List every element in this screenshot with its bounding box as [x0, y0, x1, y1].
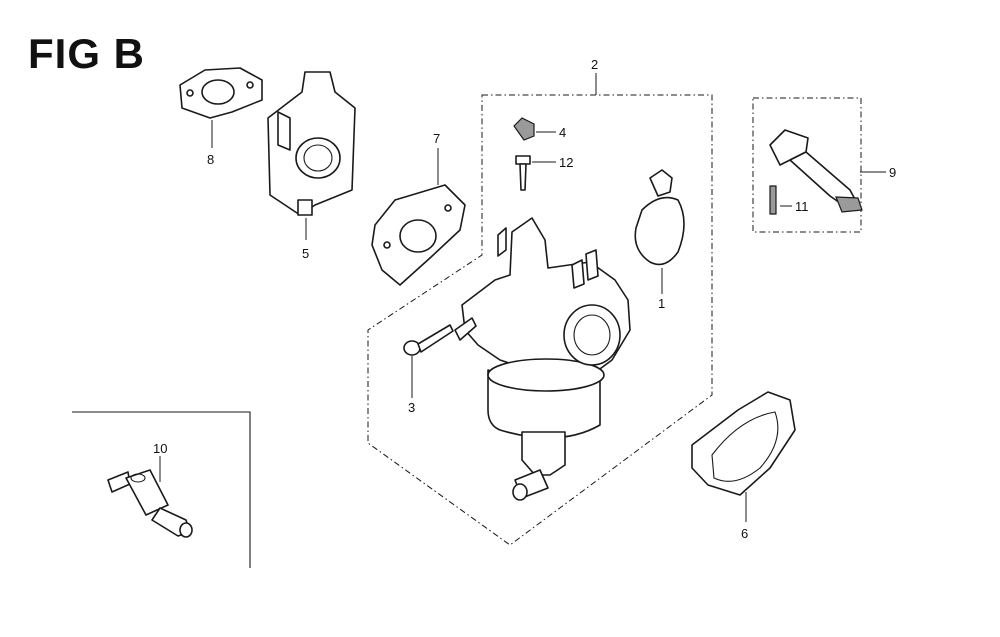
figure-title: FIG B: [28, 30, 145, 77]
gasket-part-6: [691, 391, 796, 496]
screw-part-12: [515, 155, 531, 191]
screw-part-3: [403, 324, 454, 356]
governor-box-outline: [752, 97, 862, 233]
gasket-part-8: [179, 67, 263, 119]
callout-12: 12: [559, 155, 573, 170]
callout-5: 5: [302, 246, 309, 261]
callout-11: 11: [795, 199, 809, 214]
callout-8: 8: [207, 152, 214, 167]
gasket-part-7: [371, 184, 466, 286]
float-part-1: [634, 169, 685, 266]
callout-2: 2: [591, 57, 598, 72]
callout-6: 6: [741, 526, 748, 541]
carburetor-part-2: [454, 217, 631, 501]
callout-4: 4: [559, 125, 566, 140]
callout-10: 10: [153, 441, 167, 456]
callout-9: 9: [889, 165, 896, 180]
carburetor-assembly-outline: [367, 94, 713, 546]
insulator-part-5: [267, 71, 356, 216]
fuel-filter-area-lines: [72, 411, 251, 568]
callout-3: 3: [408, 400, 415, 415]
pin-part-11: [769, 185, 777, 215]
governor-lever-part-9: [769, 129, 863, 213]
needle-clip-part-4: [513, 117, 535, 141]
callout-1: 1: [658, 296, 665, 311]
fuel-filter-part-10: [107, 469, 193, 538]
callout-7: 7: [433, 131, 440, 146]
